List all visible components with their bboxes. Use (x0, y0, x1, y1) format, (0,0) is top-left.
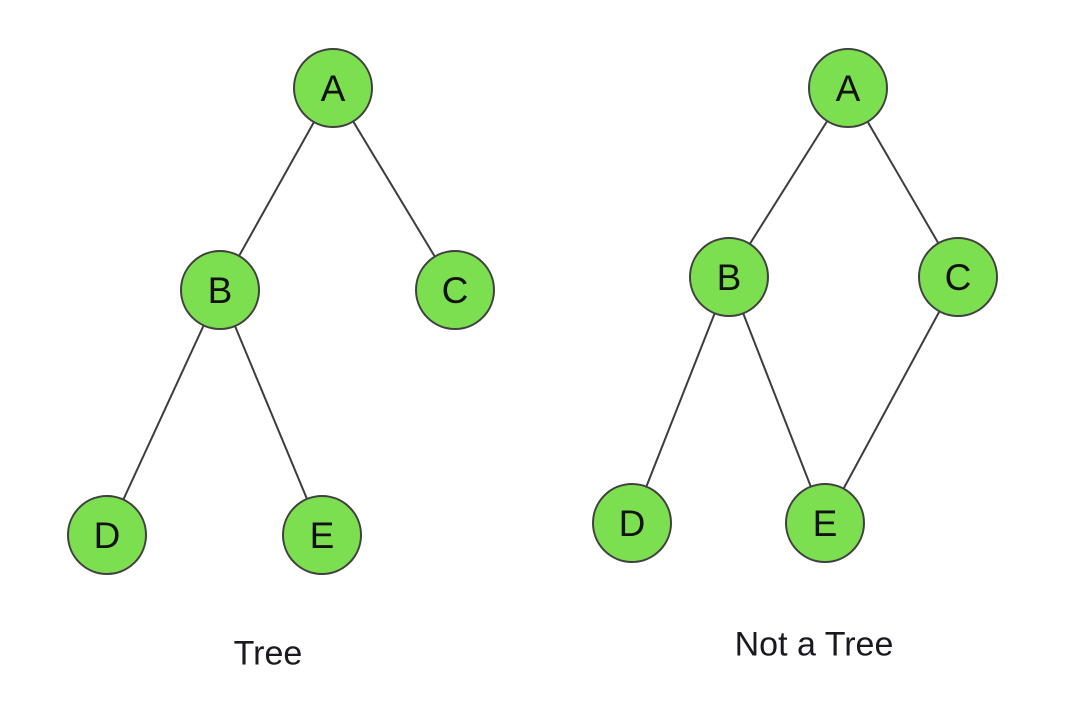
edge-C-E (824, 276, 959, 524)
node-tree-E-circle (282, 495, 362, 575)
node-not-a-tree-E-circle (785, 483, 865, 563)
node-tree-B-circle (180, 250, 260, 330)
edge-B-E (728, 276, 826, 524)
node-not-a-tree-B-circle (689, 237, 769, 317)
diagram-tree: A B C D E (67, 48, 495, 575)
node-tree-A-circle (293, 48, 373, 128)
caption-tree: Tree (233, 634, 303, 673)
node-not-a-tree-C-label: C (945, 257, 972, 298)
node-not-a-tree-D-label: D (619, 503, 646, 544)
node-not-a-tree-A-circle (808, 48, 888, 128)
node-not-a-tree-A-label: A (836, 68, 861, 109)
edge-B-D (106, 289, 221, 536)
node-tree-C-label: C (442, 270, 469, 311)
diagram-not-a-tree: A B C D E (592, 48, 998, 563)
edge-B-D (631, 276, 730, 524)
node-not-a-tree-C-circle (918, 237, 998, 317)
node-not-a-tree-B-label: B (717, 257, 742, 298)
node-tree-D-label: D (94, 515, 121, 556)
caption-not-a-tree: Not a Tree (734, 625, 894, 664)
node-tree-A-label: A (321, 68, 346, 109)
node-not-a-tree-E-label: E (813, 503, 838, 544)
edge-B-E (219, 289, 323, 536)
node-tree-C-circle (415, 250, 495, 330)
node-tree-E-label: E (310, 515, 335, 556)
node-not-a-tree-D-circle (592, 483, 672, 563)
node-tree-D-circle (67, 495, 147, 575)
node-tree-B-label: B (208, 270, 233, 311)
